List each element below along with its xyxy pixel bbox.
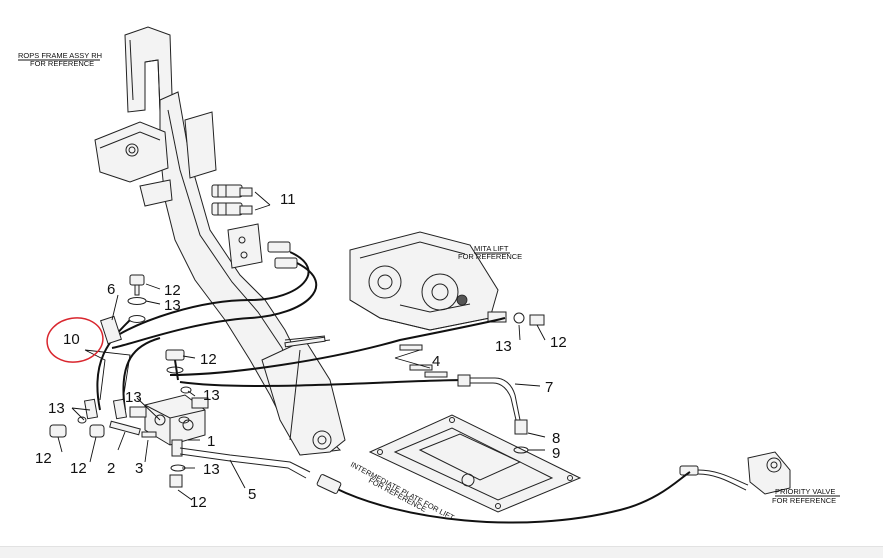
leader-lines xyxy=(57,191,546,501)
callout-4: 4 xyxy=(432,353,440,370)
callout-1: 1 xyxy=(207,433,215,450)
mita-ref-line1: MITA LIFT xyxy=(474,244,509,253)
intermediate-plate xyxy=(368,414,582,513)
mita-lift xyxy=(349,231,545,331)
hydraulic-hoses xyxy=(96,251,749,524)
callout-12-b: 12 xyxy=(200,351,217,368)
callout-12-d: 12 xyxy=(35,450,52,467)
callout-6: 6 xyxy=(107,281,115,298)
callout-5: 5 xyxy=(248,486,256,503)
callout-12-f: 12 xyxy=(190,494,207,511)
bottom-bar xyxy=(0,546,883,558)
callout-8: 8 xyxy=(552,430,560,447)
priority-ref-line1: PRIORITY VALVE xyxy=(775,487,835,496)
fittings xyxy=(49,274,529,488)
callout-13-f: 13 xyxy=(203,461,220,478)
callout-3: 3 xyxy=(135,460,143,477)
rops-frame xyxy=(94,26,346,456)
rops-ref-line2: FOR REFERENCE xyxy=(30,59,94,68)
callout-12-e: 12 xyxy=(70,460,87,477)
callout-13-e: 13 xyxy=(48,400,65,417)
rops-ref-line1: ROPS FRAME ASSY RH xyxy=(18,51,102,60)
callout-13-d: 13 xyxy=(125,389,142,406)
callout-12-a: 12 xyxy=(164,282,181,299)
priority-ref-line2: FOR REFERENCE xyxy=(772,496,836,505)
valve-block xyxy=(129,394,209,457)
callout-13-a: 13 xyxy=(164,297,181,314)
callout-10: 10 xyxy=(63,331,80,348)
highlight-circle xyxy=(46,317,104,363)
callout-2: 2 xyxy=(107,460,115,477)
priority-valve xyxy=(679,451,791,495)
callout-7: 7 xyxy=(545,379,553,396)
quick-couplers xyxy=(211,184,298,269)
mita-ref-line2: FOR REFERENCE xyxy=(458,252,522,261)
callout-12-c: 12 xyxy=(550,334,567,351)
callout-11: 11 xyxy=(280,191,296,208)
callout-9: 9 xyxy=(552,445,560,462)
callout-13-c: 13 xyxy=(203,387,220,404)
callout-13-b: 13 xyxy=(495,338,512,355)
